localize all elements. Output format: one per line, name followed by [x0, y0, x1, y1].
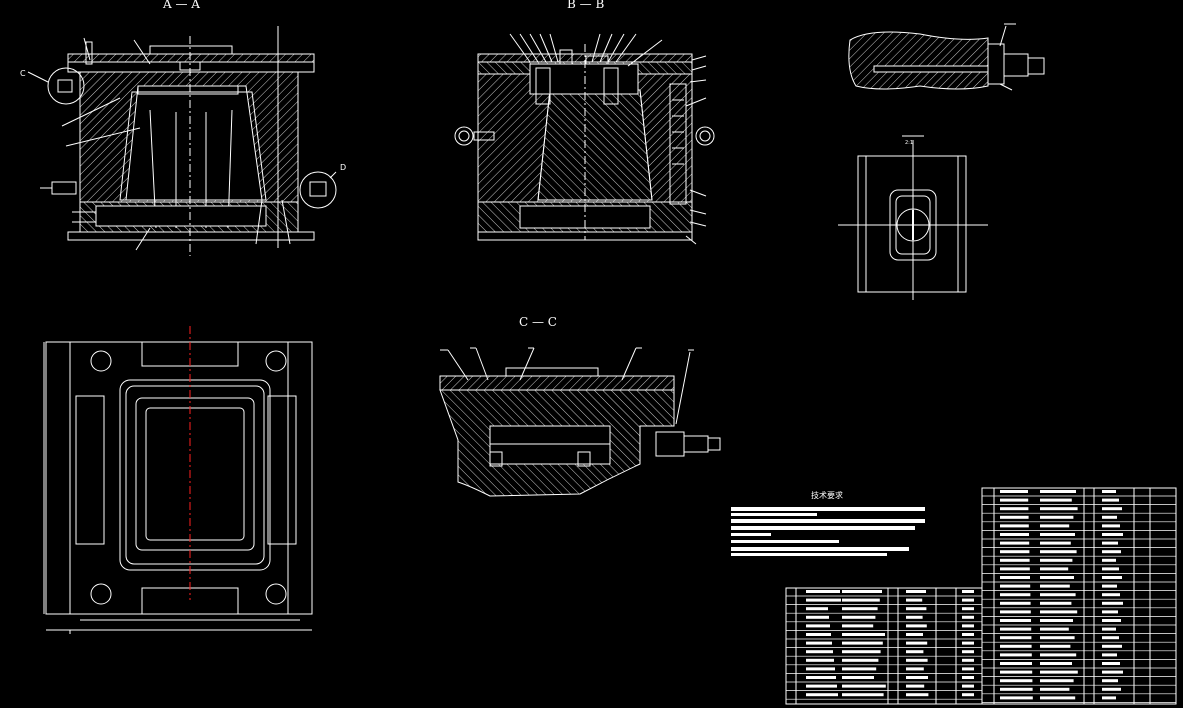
plan-view-insert: [838, 135, 988, 300]
section-title-bb: B — B: [567, 0, 605, 11]
callout-c: C: [20, 69, 26, 78]
section-view-aa: [27, 26, 337, 256]
section-title-cc: C — C: [519, 315, 557, 329]
section-title-aa: A — A: [163, 0, 200, 11]
detail-view-dd: [848, 23, 1045, 91]
scale-note: 2:1: [905, 140, 913, 146]
bom-table-rows: [786, 490, 1176, 703]
section-view-bb: [454, 33, 715, 245]
plan-view-main: [43, 326, 313, 634]
section-view-cc: [439, 347, 721, 497]
callout-d: D: [340, 163, 346, 172]
tech-requirements-title: 技术要求: [811, 491, 843, 500]
tech-requirements-text: [731, 507, 925, 556]
